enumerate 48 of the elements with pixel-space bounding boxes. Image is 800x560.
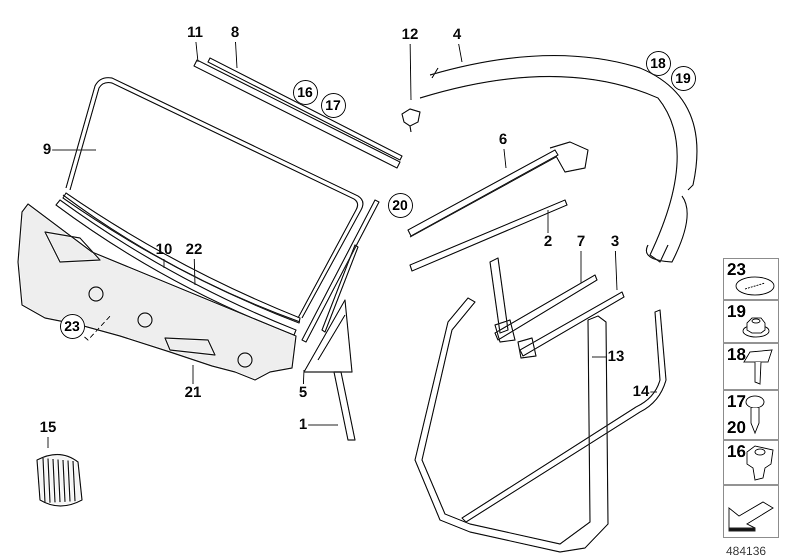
callout-number: 1 xyxy=(298,416,308,434)
fastener-panel xyxy=(723,258,779,300)
callout-number: 17 xyxy=(727,393,746,411)
callout-number: 7 xyxy=(576,233,586,251)
leader-line xyxy=(503,148,506,168)
callout-number: 6 xyxy=(498,131,508,149)
callout-number: 14 xyxy=(632,383,650,401)
callout-number: 21 xyxy=(184,384,202,402)
leader-line xyxy=(194,258,196,286)
callout-number: 11 xyxy=(186,24,204,42)
callout-number: 5 xyxy=(298,384,308,402)
leader-line xyxy=(592,356,608,358)
callout-number: 13 xyxy=(606,348,626,366)
direction-panel xyxy=(723,485,779,538)
callout-number: 4 xyxy=(452,26,462,44)
callout-number: 8 xyxy=(230,24,240,42)
callout-number: 19 xyxy=(727,303,746,321)
leader-line xyxy=(192,364,194,384)
callout-number: 22 xyxy=(184,241,204,259)
callout-number: 12 xyxy=(400,26,420,44)
circled-callout-number: 19 xyxy=(670,66,696,90)
callout-number: 10 xyxy=(154,241,174,259)
callout-number: 3 xyxy=(610,233,620,251)
leader-line xyxy=(302,370,304,384)
leader-line xyxy=(458,44,462,62)
fastener-panel xyxy=(723,390,779,440)
callout-number: 9 xyxy=(42,141,52,159)
diagram-number: 484136 xyxy=(726,544,766,558)
callout-number: 15 xyxy=(38,419,58,437)
circled-callout-number: 16 xyxy=(292,80,318,104)
callout-number: 2 xyxy=(542,233,554,251)
fastener-panel xyxy=(723,440,779,485)
circled-callout-number: 17 xyxy=(320,92,346,118)
circled-callout-number: 20 xyxy=(388,192,412,218)
leader-line xyxy=(410,44,412,100)
leader-line xyxy=(308,424,338,426)
callout-number: 18 xyxy=(727,346,746,364)
leader-line xyxy=(195,42,198,62)
leader-line xyxy=(614,250,618,290)
fastener-panel xyxy=(723,343,779,390)
callout-number: 20 xyxy=(727,419,746,437)
fastener-panel xyxy=(723,300,779,343)
callout-number: 23 xyxy=(727,261,746,279)
leader-line xyxy=(580,250,582,284)
leader-line xyxy=(235,42,238,68)
leader-line xyxy=(84,314,112,341)
circled-callout-number: 18 xyxy=(646,50,670,76)
callout-number: 16 xyxy=(727,443,746,461)
